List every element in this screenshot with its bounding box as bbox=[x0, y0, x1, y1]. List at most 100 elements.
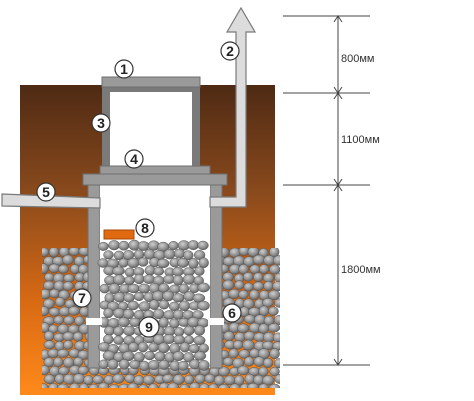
gravel-stone bbox=[274, 374, 280, 384]
gravel-stone bbox=[118, 258, 129, 268]
gravel-stone bbox=[267, 323, 280, 333]
gravel-stone bbox=[148, 299, 160, 310]
callout-6: 6 bbox=[222, 303, 242, 323]
gravel-stone bbox=[243, 314, 256, 324]
gravel-stone bbox=[194, 325, 206, 336]
gravel-stone bbox=[63, 315, 75, 325]
gravel-stone bbox=[263, 280, 274, 291]
gravel-stone bbox=[53, 315, 65, 325]
gravel-stone bbox=[42, 298, 55, 309]
callout-1-label: 1 bbox=[120, 61, 128, 77]
gravel-stone bbox=[269, 348, 280, 360]
gravel-stone bbox=[54, 373, 65, 385]
callout-3-label: 3 bbox=[97, 115, 105, 131]
gravel-stone bbox=[173, 248, 186, 259]
gravel-stone bbox=[104, 326, 115, 336]
callout-4-label: 4 bbox=[130, 151, 138, 167]
gravel-stone bbox=[68, 382, 81, 388]
gravel-stone bbox=[179, 342, 191, 353]
gravel-stone bbox=[198, 360, 210, 371]
gravel-stone bbox=[193, 351, 207, 361]
gravel-stone bbox=[127, 283, 140, 294]
gravel-stone bbox=[49, 288, 60, 299]
gravel-stone bbox=[269, 248, 280, 258]
gravel-stone bbox=[158, 317, 169, 328]
gravel-stone bbox=[57, 264, 69, 274]
gravel-stone bbox=[222, 357, 234, 367]
callout-9: 9 bbox=[138, 316, 160, 338]
gravel-stone bbox=[62, 254, 74, 265]
gravel-stone bbox=[228, 348, 239, 359]
gravel-stone bbox=[253, 272, 264, 283]
gravel-stone bbox=[262, 375, 275, 386]
gravel-stone bbox=[218, 383, 230, 388]
gravel-stone bbox=[73, 356, 84, 367]
gravel-stone bbox=[163, 334, 176, 344]
gravel-stone bbox=[183, 250, 194, 261]
gravel-stone bbox=[197, 282, 210, 293]
gravel-stone bbox=[198, 383, 211, 388]
neck-ring bbox=[102, 84, 200, 174]
gravel-stone bbox=[272, 280, 280, 292]
gravel-stone bbox=[262, 297, 274, 308]
gravel-stone bbox=[92, 375, 104, 385]
gravel-stone bbox=[147, 360, 160, 370]
callout-8-label: 8 bbox=[141, 220, 149, 236]
inlet-pipe bbox=[1, 193, 101, 209]
gravel-stone bbox=[127, 300, 139, 311]
gravel-stone bbox=[98, 359, 109, 370]
gravel-stone bbox=[197, 300, 210, 311]
gravel-stone bbox=[148, 342, 159, 353]
gravel-stone bbox=[113, 335, 124, 345]
dimension-800: 800мм bbox=[341, 53, 374, 65]
gravel-stone bbox=[103, 250, 114, 260]
callout-8: 8 bbox=[135, 218, 155, 238]
gravel-stone bbox=[137, 257, 149, 267]
gravel-stone bbox=[138, 301, 151, 312]
gravel-stone bbox=[77, 365, 89, 375]
gravel-stone bbox=[112, 266, 125, 276]
gravel-stone bbox=[184, 374, 195, 385]
gravel-stone bbox=[273, 314, 280, 325]
callout-5-label: 5 bbox=[42, 184, 50, 200]
gravel-stone bbox=[178, 300, 191, 312]
gravel-stone bbox=[252, 281, 265, 291]
gravel-stone bbox=[268, 289, 280, 301]
dimension-1800: 1800мм bbox=[341, 264, 381, 276]
callout-4: 4 bbox=[124, 149, 144, 169]
splash-brick bbox=[103, 229, 135, 240]
gravel-stone bbox=[193, 335, 206, 346]
gravel-stone bbox=[43, 330, 55, 342]
gravel-stone bbox=[124, 373, 136, 384]
gravel-stone bbox=[142, 375, 155, 385]
gravel-stone bbox=[148, 383, 159, 388]
gravel-stone bbox=[127, 257, 140, 269]
gravel-stone bbox=[74, 315, 85, 326]
gravel-stone bbox=[238, 264, 249, 275]
gravel-stone bbox=[144, 350, 155, 361]
gravel-stone bbox=[97, 258, 109, 268]
gravel-stone bbox=[243, 331, 256, 341]
gravel-stone bbox=[162, 374, 175, 384]
gravel-stone bbox=[244, 373, 255, 385]
gravel-stone bbox=[183, 325, 195, 336]
gravel-stone bbox=[48, 307, 61, 317]
gravel-stone bbox=[129, 360, 141, 370]
gravel-stone bbox=[63, 273, 75, 283]
gravel-stone bbox=[252, 254, 266, 265]
gravel-stone bbox=[99, 283, 110, 294]
gravel-stone bbox=[48, 248, 60, 258]
callout-1: 1 bbox=[114, 59, 134, 79]
gravel-stone bbox=[249, 264, 261, 274]
gravel-stone bbox=[172, 274, 184, 286]
gravel-stone bbox=[242, 272, 254, 282]
gravel-stone bbox=[222, 279, 235, 291]
gravel-stone bbox=[198, 257, 209, 269]
overlap-slab bbox=[82, 173, 228, 186]
inner-gravel-fill bbox=[97, 239, 210, 372]
gravel-stone bbox=[158, 299, 170, 310]
gravel-stone bbox=[269, 264, 280, 275]
gravel-stone bbox=[133, 273, 145, 285]
gravel-stone bbox=[192, 293, 206, 303]
gravel-stone bbox=[78, 383, 90, 388]
